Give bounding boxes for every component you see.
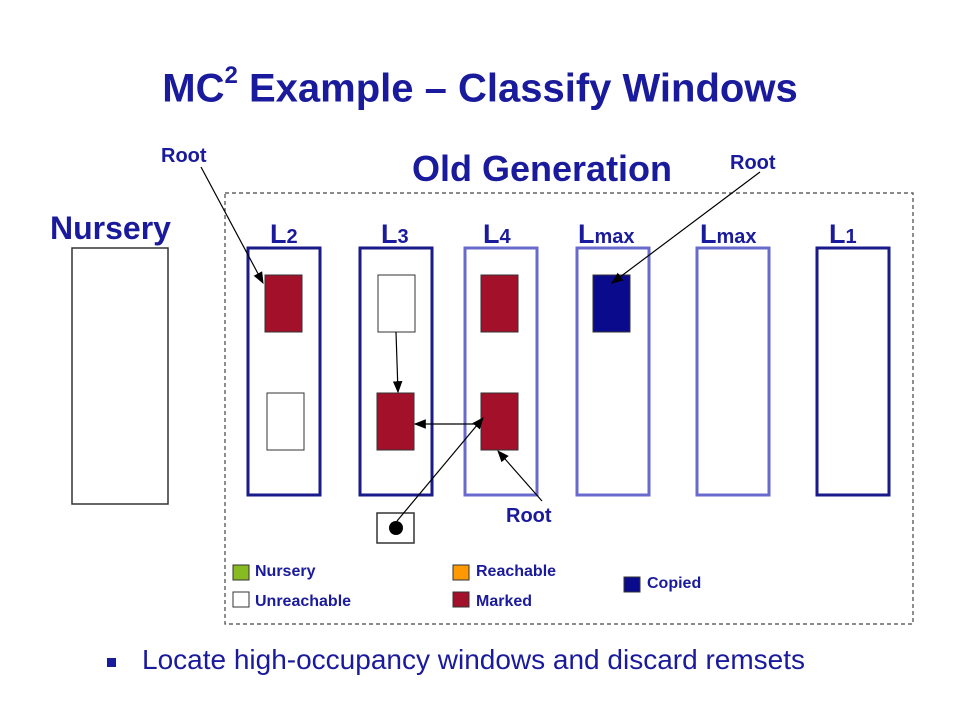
- title-superscript: 2: [224, 62, 238, 89]
- window-label-lmax-2: Lmax: [700, 219, 757, 249]
- arrow-root-to-lmax: [611, 171, 761, 284]
- window-label-lmax-1: Lmax: [578, 219, 635, 249]
- window-l4: [463, 246, 539, 497]
- window-label-l3: L3: [381, 219, 409, 249]
- object-l3-marked: [376, 392, 415, 451]
- legend-unreachable: Unreachable: [255, 593, 352, 610]
- legend-reachable: Reachable: [476, 563, 557, 580]
- legend-nursery: Nursery: [255, 563, 316, 580]
- root-label-bottom: Root: [506, 505, 552, 527]
- slide-title: MC2 Example – Classify Windows: [0, 62, 960, 111]
- object-l2-unreachable: [266, 392, 305, 451]
- arrow-l3-top-to-bottom: [392, 331, 403, 394]
- window-label-l2: L2: [270, 219, 298, 249]
- root-label-top-left: Root: [161, 145, 207, 167]
- bullet-text: Locate high-occupancy windows and discar…: [142, 644, 806, 675]
- legend-swatch-copied: [623, 576, 641, 593]
- legend-swatch-nursery: [232, 564, 250, 581]
- object-l3-unreachable: [377, 274, 416, 333]
- nursery-box: [71, 247, 169, 505]
- object-lmax-copied: [592, 274, 631, 333]
- bullet-marker: [107, 658, 116, 667]
- arrow-root-to-l2: [200, 166, 264, 285]
- title-prefix: MC: [162, 66, 225, 111]
- window-l2: [246, 246, 322, 497]
- legend-marked: Marked: [476, 593, 533, 610]
- root-pointer-box: [376, 512, 415, 544]
- object-l4-marked-bottom: [480, 392, 519, 451]
- window-label-l1: L1: [829, 219, 857, 249]
- legend-swatch-reachable: [452, 564, 470, 581]
- window-l3: [358, 246, 434, 497]
- legend-swatch-unreachable: [232, 591, 250, 608]
- object-l2-marked: [264, 274, 303, 333]
- old-generation-region: [224, 192, 914, 625]
- window-l1: [815, 246, 891, 497]
- legend-swatch-marked: [452, 591, 470, 608]
- arrow-root-to-l4-bottom: [497, 450, 543, 502]
- root-label-top-right: Root: [730, 152, 776, 174]
- legend-copied: Copied: [647, 575, 702, 592]
- window-label-l4: L4: [483, 219, 511, 249]
- object-l4-marked-top: [480, 274, 519, 333]
- nursery-label: Nursery: [50, 210, 171, 246]
- root-pointer-dot: [389, 521, 403, 535]
- arrow-pointer-to-l4: [396, 417, 484, 522]
- old-generation-label: Old Generation: [412, 148, 673, 189]
- window-lmax-1: [575, 246, 651, 497]
- window-lmax-2: [695, 246, 771, 497]
- title-rest: Example – Classify Windows: [237, 66, 798, 111]
